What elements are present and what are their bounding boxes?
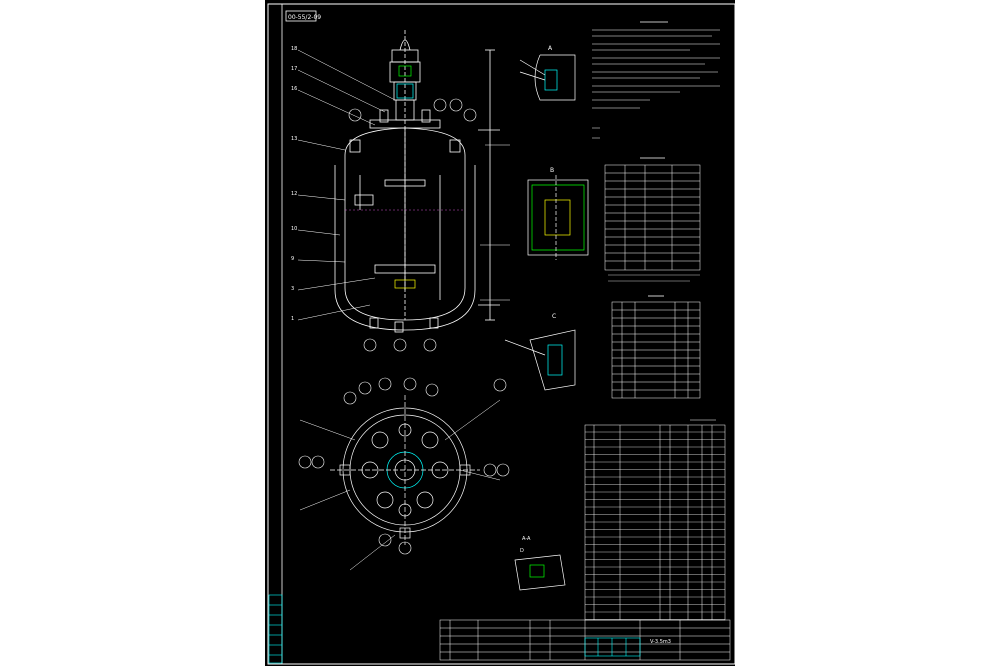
drawing-frame: [267, 3, 736, 665]
plan-view-leaders: [299, 399, 501, 571]
technical-notes: [592, 29, 720, 139]
view-label-b: B: [550, 167, 554, 174]
detail-view-d: [514, 554, 566, 591]
svg-text:10: 10: [291, 226, 297, 232]
title-block-highlights: [584, 637, 641, 657]
detail-view-c: [504, 329, 576, 391]
leader-lines: [297, 49, 510, 321]
svg-text:3: 3: [291, 286, 294, 292]
parts-list-columns: [593, 425, 713, 620]
stamp-box: [285, 10, 317, 22]
footer-text: V-3.5m3: [650, 639, 671, 645]
plan-view-balloons: [298, 377, 510, 555]
nozzle-table: [611, 301, 701, 399]
view-label-a: A: [548, 45, 553, 52]
svg-text:13: 13: [291, 136, 297, 142]
detail-view-a: [519, 54, 576, 101]
svg-text:16: 16: [291, 86, 297, 92]
left-part-numbers: 18 17 16 13 12 10 9 3 1: [291, 46, 297, 322]
detail-view-b: [527, 175, 589, 260]
svg-text:17: 17: [291, 66, 297, 72]
svg-text:18: 18: [291, 46, 297, 52]
section-label: A-A: [522, 536, 531, 542]
parts-list-rows: [585, 431, 725, 620]
cad-canvas: [265, 0, 735, 666]
elevation-highlights: [345, 65, 465, 289]
plan-view: [330, 395, 480, 545]
design-data-table: [604, 164, 701, 271]
svg-text:1: 1: [291, 316, 294, 322]
svg-text:9: 9: [291, 256, 294, 262]
svg-text:12: 12: [291, 191, 297, 197]
nozzle-balloons: [348, 98, 477, 352]
view-label-c: C: [552, 313, 556, 320]
vessel-elevation: [334, 30, 500, 333]
revision-strip: [268, 594, 283, 664]
stamp-text: 00-55/2-09: [288, 14, 321, 21]
view-label-d: D: [520, 548, 524, 554]
